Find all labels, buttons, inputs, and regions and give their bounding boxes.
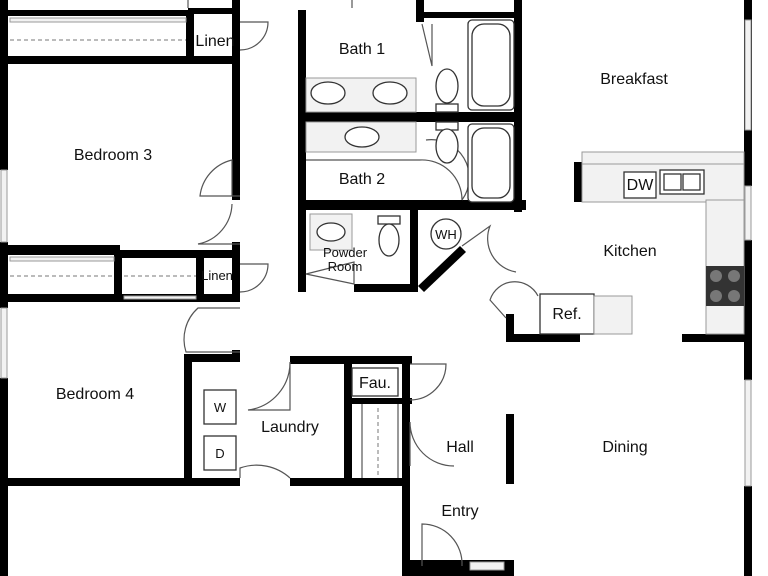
water-heater-label: WH <box>435 227 457 242</box>
bath-1-label: Bath 1 <box>339 41 385 58</box>
bedroom-3-label: Bedroom 3 <box>74 147 152 164</box>
windows <box>0 19 752 571</box>
dining-label: Dining <box>602 439 647 456</box>
dryer-label: D <box>215 446 224 461</box>
bath-2-label: Bath 2 <box>339 171 385 188</box>
entry-label: Entry <box>441 503 478 520</box>
powder-room-label-2: Room <box>328 259 363 274</box>
laundry-label: Laundry <box>261 419 319 436</box>
linen-2-label: Linen <box>201 268 233 283</box>
powder-room-label-1: Powder <box>323 245 368 260</box>
linen-1-label: Linen <box>195 33 234 50</box>
fixtures <box>203 19 745 471</box>
room-labels: Linen Bath 1 Breakfast Bedroom 3 Bath 2 … <box>56 33 668 520</box>
furnace-label: Fau. <box>359 375 391 392</box>
dishwasher-label: DW <box>627 177 655 194</box>
breakfast-label: Breakfast <box>600 71 668 88</box>
refrigerator-label: Ref. <box>552 306 581 323</box>
kitchen-label: Kitchen <box>603 243 656 260</box>
bedroom-4-label: Bedroom 4 <box>56 386 134 403</box>
washer-label: W <box>214 400 227 415</box>
closets <box>9 17 399 478</box>
hall-label: Hall <box>446 439 474 456</box>
door-swings <box>183 0 539 567</box>
